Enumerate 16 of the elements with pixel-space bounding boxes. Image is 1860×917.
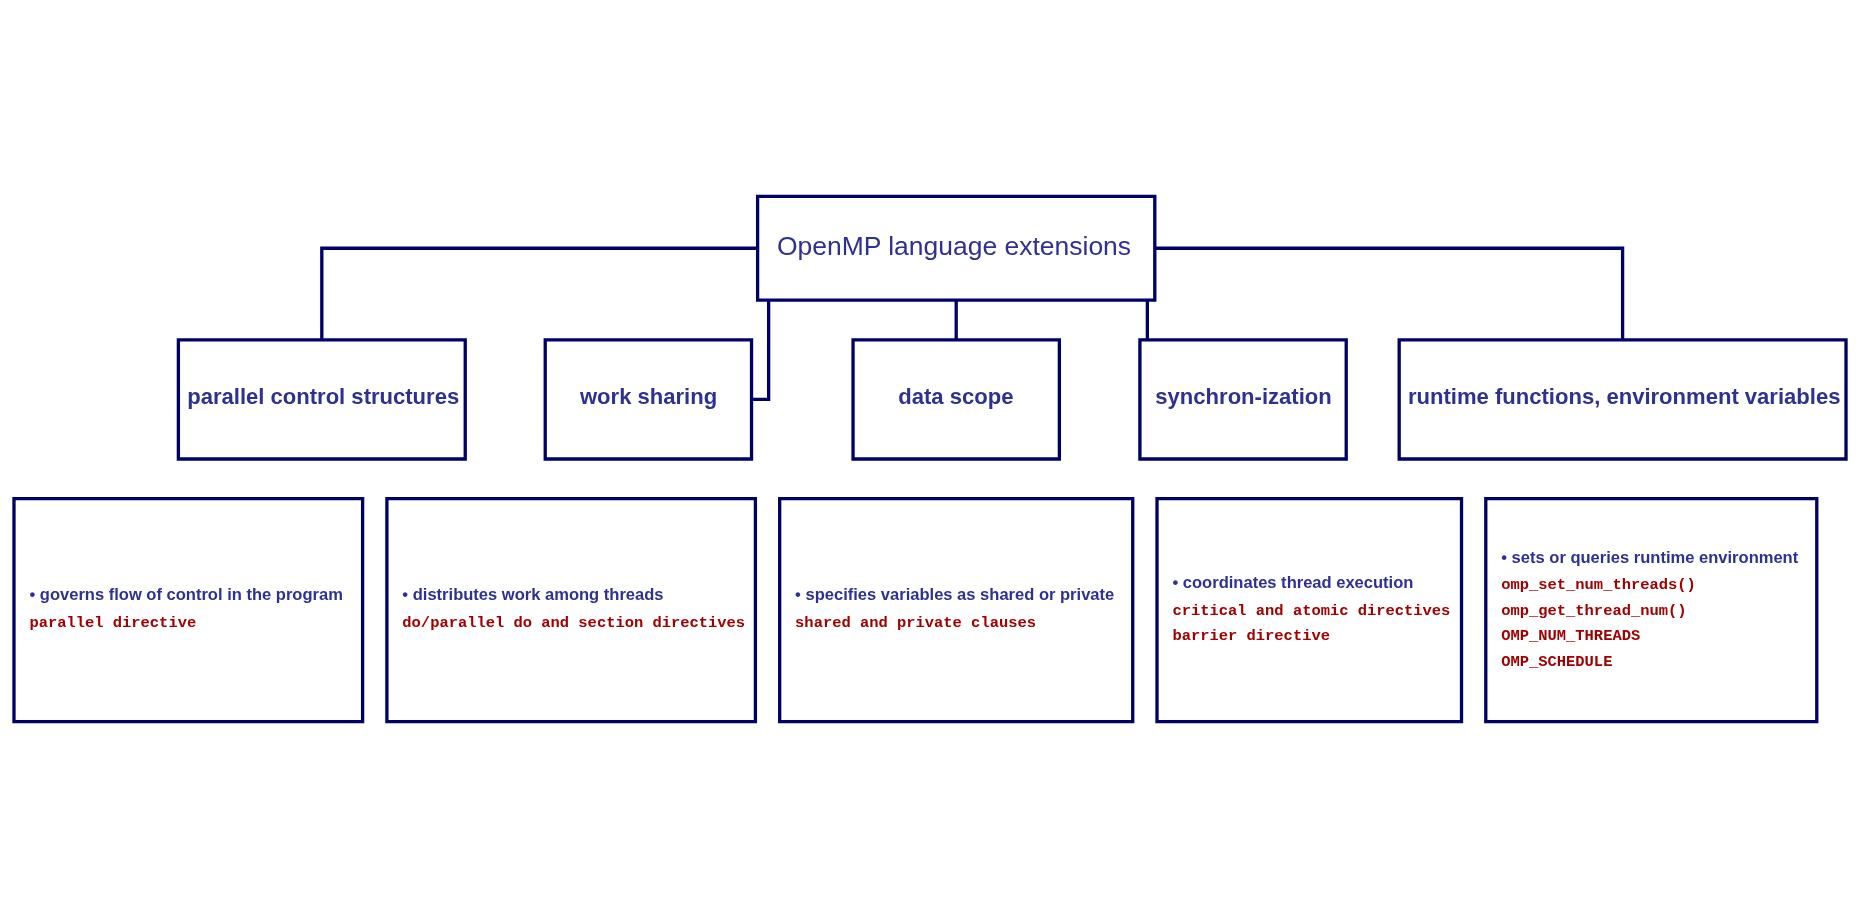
node-box: • governs flow of control in the program parallel directive bbox=[12, 496, 365, 723]
node-box: synchron-ization bbox=[1138, 337, 1348, 461]
node-box: • sets or queries runtime environment omp_set_num_threads() omp_get_thread_num() OMP_NUM_THREADS OMP_SCHEDULE bbox=[1484, 496, 1819, 723]
node-box: • distributes work among threads do/parallel do and section directives bbox=[385, 496, 758, 723]
connector bbox=[1145, 299, 1149, 339]
node-box: • coordinates thread execution critical and atomic directives barrier directive bbox=[1155, 496, 1464, 723]
node-box: data scope bbox=[851, 337, 1061, 461]
connector bbox=[1155, 246, 1625, 340]
connector bbox=[751, 299, 771, 401]
node-box: runtime functions, environment variables bbox=[1397, 337, 1848, 461]
node-box: work sharing bbox=[543, 337, 754, 461]
node-box: parallel control structures bbox=[176, 337, 467, 461]
node-box: • specifies variables as shared or private shared and private clauses bbox=[778, 496, 1135, 723]
node-box: OpenMP language extensions bbox=[755, 194, 1157, 302]
connector bbox=[320, 246, 758, 340]
connector bbox=[954, 299, 958, 339]
